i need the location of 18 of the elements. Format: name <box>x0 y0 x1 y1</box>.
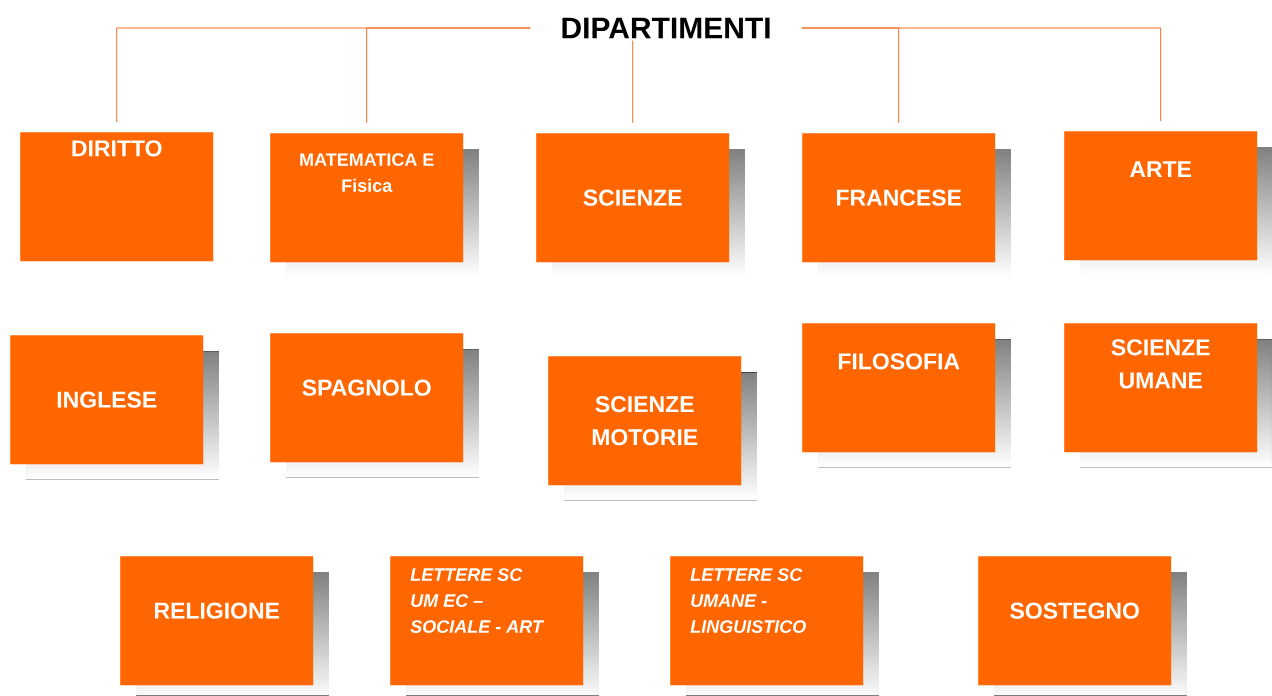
department-box: MATEMATICA E Fisica <box>270 133 479 278</box>
department-box: LETTERE SC UM EC – SOCIALE - ART <box>390 556 599 696</box>
department-box: SCIENZE <box>536 133 745 278</box>
department-box: SCIENZE MOTORIE <box>548 356 757 501</box>
department-box: RELIGIONE <box>120 556 329 696</box>
connector-line <box>366 27 531 124</box>
department-box: INGLESE <box>10 335 219 480</box>
department-box: SOSTEGNO <box>978 556 1187 696</box>
connector-line <box>801 27 1162 122</box>
department-box: DIRITTO <box>20 132 214 262</box>
department-box: ARTE <box>1064 131 1272 276</box>
department-box: SPAGNOLO <box>270 333 479 478</box>
department-box: SCIENZE UMANE <box>1064 323 1272 468</box>
heading: DIPARTIMENTI <box>562 17 770 39</box>
department-box: FRANCESE <box>802 133 1011 278</box>
connector-line <box>632 40 634 124</box>
department-box: LETTERE SC UMANE - LINGUISTICO <box>670 556 879 696</box>
department-box: FILOSOFIA <box>802 323 1011 468</box>
